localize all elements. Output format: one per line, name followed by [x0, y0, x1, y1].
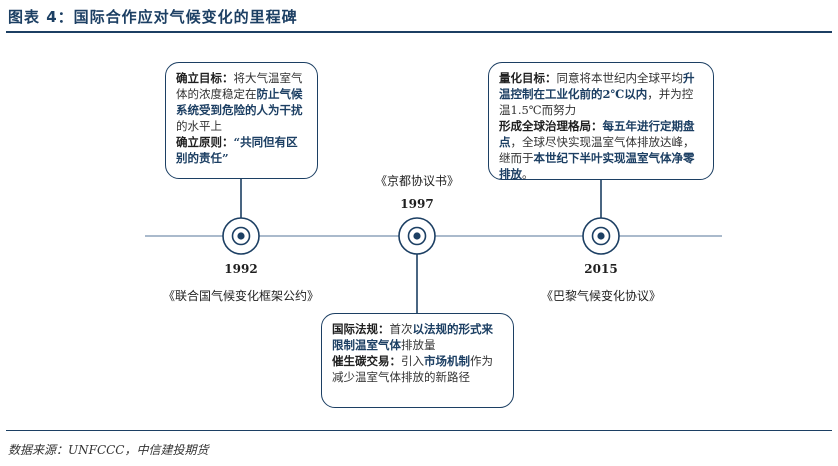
box-1997-text-4: 作为减少温室气体排放的新路径	[332, 354, 493, 384]
name-1992: 《联合国气候变化框架公约》	[162, 289, 319, 303]
node-2015	[582, 217, 620, 255]
figure-title: 图表 4：国际合作应对气候变化的里程碑	[8, 8, 298, 26]
box-1992-highlight-2: “共同但有区别的责任”	[176, 135, 298, 165]
box-1992-highlight-1: 防止气候系统受到危险的人为干扰	[176, 87, 303, 117]
source-rule	[6, 430, 832, 431]
source-note: 数据来源：UNFCCC，中信建投期货	[8, 443, 209, 457]
box-1992: 确立目标：将大气温室气体的浓度稳定在防止气候系统受到危险的人为干扰的水平上 确立…	[165, 62, 318, 179]
box-1992-text-1: 将大气温室气体的浓度稳定在	[176, 71, 303, 101]
box-1992-label-goal: 确立目标：	[176, 71, 234, 85]
box-2015-text-1: 同意将本世纪内全球平均	[556, 71, 684, 85]
box-2015-text-3: ，全球尽快实现温室气体排放达峰，继而于	[499, 135, 695, 165]
box-2015-label-governance: 形成全球治理格局：	[499, 119, 603, 133]
box-2015-highlight-3: 本世纪下半叶实现温室气体净零排放	[499, 151, 695, 181]
box-1992-label-principle: 确立原则：	[176, 135, 234, 149]
box-1997: 国际法规：首次以法规的形式来限制温室气体排放量 催生碳交易：引入市场机制作为减少…	[321, 313, 514, 408]
name-2015: 《巴黎气候变化协议》	[540, 289, 661, 303]
node-1997	[398, 217, 436, 255]
box-1997-highlight-1: 以法规的形式来限制温室气体	[332, 322, 493, 352]
box-1997-highlight-2: 市场机制	[424, 354, 470, 368]
node-1992	[222, 217, 260, 255]
year-1997: 1997	[400, 197, 434, 211]
title-rule	[6, 31, 832, 33]
year-2015: 2015	[584, 262, 618, 276]
box-2015: 量化目标：同意将本世纪内全球平均升温控制在工业化前的2℃以内，并为控温1.5℃而…	[488, 62, 714, 181]
box-1997-label-law: 国际法规：	[332, 322, 390, 336]
box-2015-highlight-1: 升温控制在工业化前的2℃以内	[499, 71, 695, 101]
box-1997-label-trading: 催生碳交易：	[332, 354, 401, 368]
year-1992: 1992	[224, 262, 258, 276]
name-1997: 《京都协议书》	[374, 174, 459, 188]
box-2015-label-quant: 量化目标：	[499, 71, 557, 85]
box-2015-highlight-2: 每五年进行定期盘点	[499, 119, 695, 149]
box-2015-text-4: 。	[522, 167, 534, 181]
box-1992-text-2: 的水平上	[176, 119, 222, 133]
box-1997-text-1: 首次	[389, 322, 413, 336]
box-2015-text-2: ，并为控温1.5℃而努力	[499, 87, 694, 117]
box-1997-text-2: 排放量	[401, 338, 436, 352]
box-1997-text-3: 引入	[401, 354, 424, 368]
